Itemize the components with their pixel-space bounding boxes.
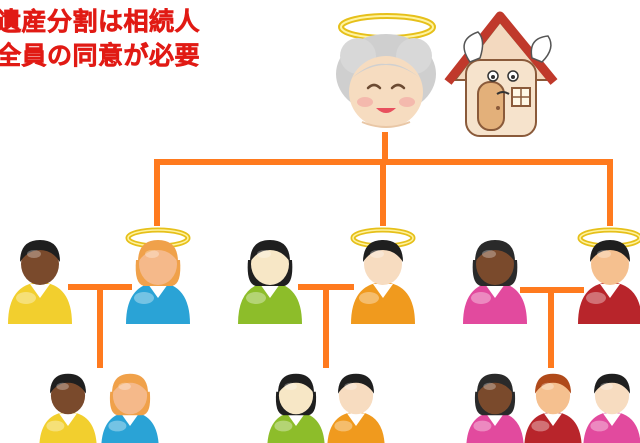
person-head xyxy=(251,243,289,285)
person-head xyxy=(139,243,177,285)
person-head xyxy=(112,376,148,415)
person-grandchild-1 xyxy=(39,373,97,443)
person-body xyxy=(351,282,415,324)
person-body xyxy=(267,411,325,443)
person-head xyxy=(591,243,629,285)
person-grandchild-4 xyxy=(327,373,385,443)
person-head xyxy=(535,376,571,415)
person-grandchild-3 xyxy=(267,373,325,443)
person-grandchild-7 xyxy=(583,373,640,443)
person-child-right xyxy=(577,227,640,324)
person-spouse-center xyxy=(238,240,302,324)
person-grandchild-6 xyxy=(524,373,582,443)
person-head xyxy=(477,376,513,415)
person-child-left xyxy=(125,227,191,324)
person-head xyxy=(338,376,374,415)
person-body xyxy=(126,282,190,324)
diagram-title-line-1: 遺産分割は相続人 xyxy=(0,7,201,37)
person-head xyxy=(364,243,402,285)
person-child-center xyxy=(350,227,416,324)
person-body xyxy=(578,282,640,324)
person-head xyxy=(278,376,314,415)
person-head xyxy=(50,376,86,415)
person-body xyxy=(524,411,582,443)
worried-house-character xyxy=(444,11,558,137)
heirs-group xyxy=(8,227,640,443)
person-grandchild-2 xyxy=(101,373,159,443)
person-body xyxy=(327,411,385,443)
person-body xyxy=(238,282,302,324)
person-body xyxy=(8,282,72,324)
person-body xyxy=(101,411,159,443)
person-spouse-left xyxy=(8,240,72,324)
family-connectors xyxy=(68,132,613,368)
person-grandchild-5 xyxy=(466,373,524,443)
person-body xyxy=(463,282,527,324)
person-body xyxy=(583,411,640,443)
diagram-title-line-2: 全員の同意が必要 xyxy=(0,41,201,71)
person-head xyxy=(476,243,514,285)
person-body xyxy=(466,411,524,443)
person-head xyxy=(21,243,59,285)
person-spouse-right xyxy=(463,240,527,324)
person-body xyxy=(39,411,97,443)
deceased-grandmother-portrait xyxy=(336,13,436,128)
person-head xyxy=(594,376,630,415)
